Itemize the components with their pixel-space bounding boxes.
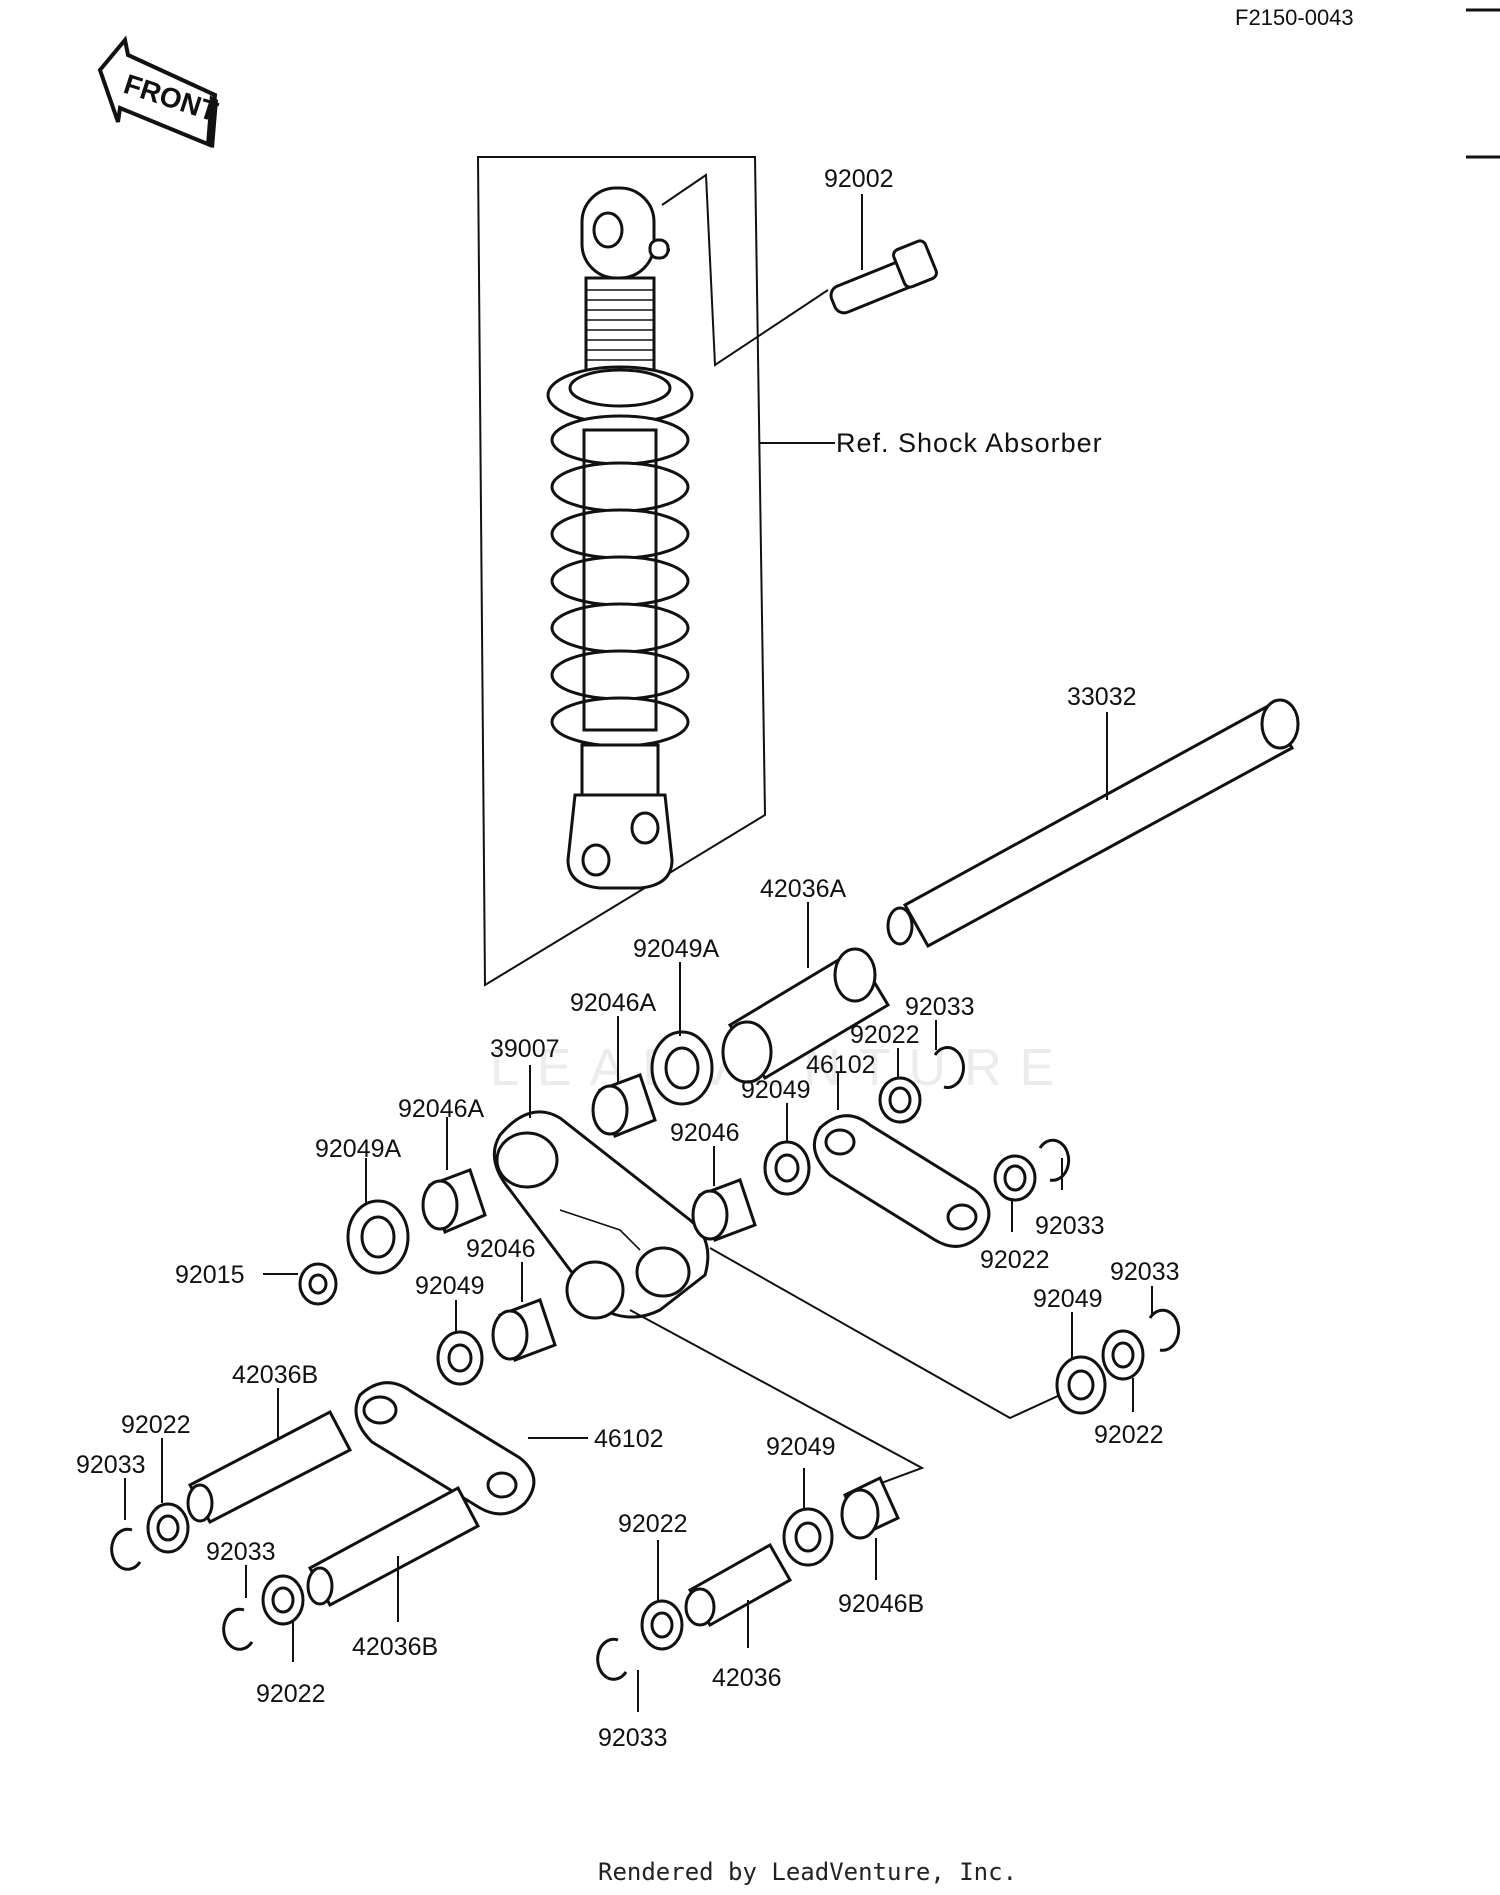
part-label-92049-2: 92049 <box>415 1272 485 1300</box>
circlip-92033-3-icon <box>1148 1308 1181 1352</box>
part-label-92022-4: 92022 <box>121 1411 191 1439</box>
bearing-92046A-lower-icon <box>421 1168 487 1235</box>
part-label-92046-1: 92046 <box>670 1119 740 1147</box>
circlip-92033-6-icon <box>596 1637 628 1681</box>
part-label-92022-1: 92022 <box>850 1021 920 1049</box>
collar-42036-icon <box>684 1542 793 1628</box>
shock-absorber-icon <box>546 186 694 890</box>
part-label-33032: 33032 <box>1067 683 1137 711</box>
seal-92049-1-icon <box>763 1140 811 1196</box>
part-label-92046-2: 92046 <box>466 1235 536 1263</box>
seal-92049-3-icon <box>1055 1355 1107 1415</box>
washer-92022-2-icon <box>993 1154 1037 1202</box>
part-label-92015: 92015 <box>175 1261 245 1289</box>
circlip-92033-5-icon <box>222 1607 254 1651</box>
part-label-92046B: 92046B <box>838 1590 924 1618</box>
circlip-92033-2-icon <box>1038 1138 1071 1182</box>
washer-92022-1-icon <box>878 1076 922 1124</box>
part-label-92033-2: 92033 <box>1035 1212 1105 1240</box>
part-label-92022-6: 92022 <box>618 1510 688 1538</box>
axle-33032-icon <box>886 698 1300 949</box>
part-label-46102-2: 46102 <box>594 1425 664 1453</box>
circlip-92033-4-icon <box>110 1527 142 1571</box>
seal-92049-4-icon <box>782 1507 834 1567</box>
part-label-92049-3: 92049 <box>1033 1285 1103 1313</box>
part-label-92046A-2: 92046A <box>398 1095 485 1123</box>
part-label-39007: 39007 <box>490 1035 560 1063</box>
collar-42036B-1-icon <box>186 1409 353 1525</box>
seal-92049A-lower-icon <box>346 1199 410 1275</box>
tie-rod-46102-lower-icon <box>354 1381 536 1516</box>
tie-rod-46102-upper-icon <box>812 1114 991 1248</box>
bolt-92002-icon <box>829 239 938 315</box>
part-label-92033-4: 92033 <box>76 1451 146 1479</box>
bearing-92046B-icon <box>840 1475 900 1540</box>
bearing-92046-2-icon <box>491 1298 557 1362</box>
part-label-92022-3: 92022 <box>1094 1421 1164 1449</box>
washer-92022-3-icon <box>1101 1329 1145 1381</box>
bearing-92046-1-icon <box>691 1178 757 1242</box>
part-label-92049-4: 92049 <box>766 1433 836 1461</box>
part-label-92033-3: 92033 <box>1110 1258 1180 1286</box>
part-label-42036B-2: 42036B <box>352 1633 438 1661</box>
washer-92022-4-icon <box>146 1502 190 1554</box>
part-label-92033-5: 92033 <box>206 1538 276 1566</box>
collar-42036B-2-icon <box>306 1485 481 1608</box>
seal-92049A-upper-icon <box>650 1030 714 1106</box>
part-label-92022-5: 92022 <box>256 1680 326 1708</box>
washer-92022-5-icon <box>261 1574 305 1626</box>
part-label-92049A-1: 92049A <box>633 935 720 963</box>
nut-92015-icon <box>298 1262 338 1306</box>
part-label-92022-2: 92022 <box>980 1246 1050 1274</box>
ref-shock-absorber-label: Ref. Shock Absorber <box>836 428 1103 458</box>
shock-absorber-box <box>476 156 767 987</box>
footer-credit: Rendered by LeadVenture, Inc. <box>598 1858 1017 1886</box>
seal-92049-2-icon <box>436 1330 484 1386</box>
rocker-arm-39007-icon <box>492 1110 710 1320</box>
circlip-92033-1-icon <box>933 1045 965 1089</box>
part-label-46102-1: 46102 <box>806 1051 876 1079</box>
part-label-92046A-1: 92046A <box>570 989 657 1017</box>
part-label-92049A-2: 92049A <box>315 1135 402 1163</box>
front-arrow-icon: FRONT <box>97 35 221 148</box>
part-label-42036B-1: 42036B <box>232 1361 318 1389</box>
diagram-code: F2150-0043 <box>1235 5 1354 30</box>
part-label-92033-1: 92033 <box>905 993 975 1021</box>
part-label-92033-6: 92033 <box>598 1724 668 1752</box>
washer-92022-6-icon <box>640 1599 684 1651</box>
part-label-42036: 42036 <box>712 1664 782 1692</box>
part-label-42036A: 42036A <box>760 875 847 903</box>
collar-42036A-icon <box>721 947 891 1084</box>
bearing-92046A-upper-icon <box>591 1073 657 1138</box>
part-label-92049-1: 92049 <box>741 1076 811 1104</box>
part-label-92002: 92002 <box>824 165 894 193</box>
